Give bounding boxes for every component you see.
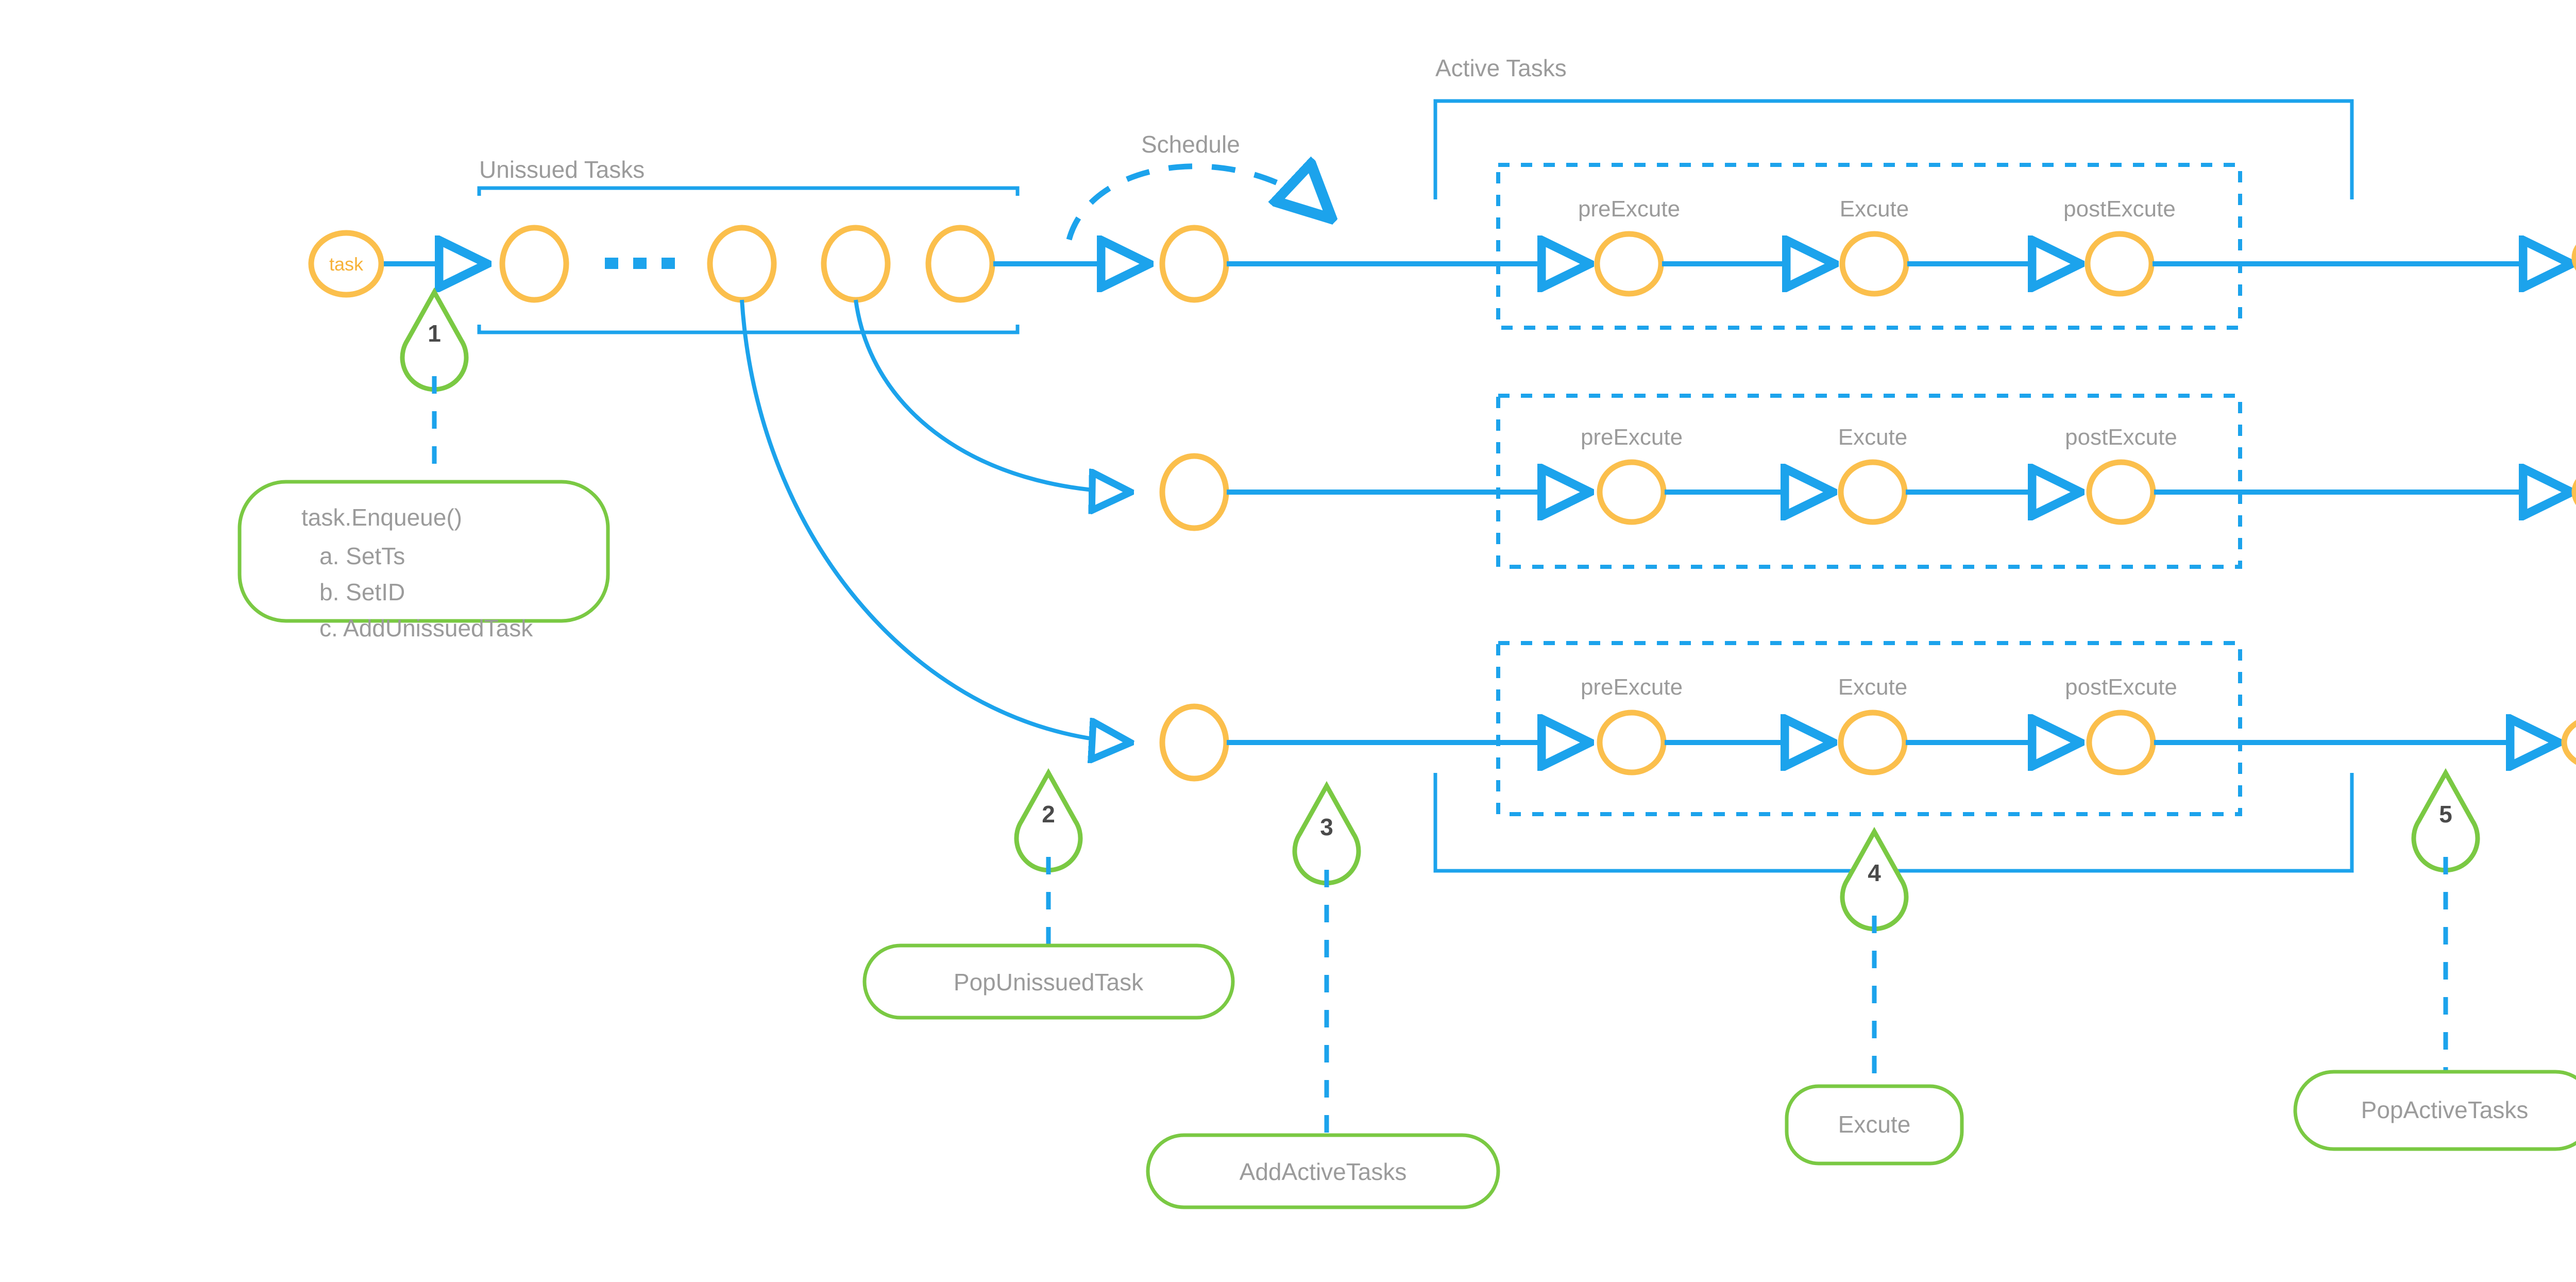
active-row-2: preExcute Excute postExcute	[1227, 394, 2576, 569]
unissued-node-1	[499, 225, 569, 303]
row-3-preexcute-label: preExcute	[1581, 674, 1683, 700]
marker-2-number: 2	[1042, 801, 1055, 828]
schedule-label: Schedule	[1141, 131, 1240, 158]
callout-add-active-label: AddActiveTasks	[1240, 1158, 1407, 1185]
dispatch-node-row-3	[1159, 703, 1229, 782]
unissued-tasks-label: Unissued Tasks	[479, 156, 645, 183]
row-2-postexcute-node	[2086, 459, 2156, 525]
row-2-preexcute-label: preExcute	[1581, 425, 1683, 450]
callout-enqueue-a: a. SetTs	[319, 543, 405, 569]
callout-enqueue-title: task.Enqueue()	[301, 504, 462, 531]
callout-excute-label: Excute	[1838, 1111, 1911, 1138]
marker-4-number: 4	[1868, 859, 1881, 886]
row-2-postexcute-label: postExcute	[2065, 425, 2177, 450]
row-3-done-node	[2561, 720, 2576, 765]
active-row-3: preExcute Excute postExcute	[1227, 641, 2576, 816]
callout-enqueue-b: b. SetID	[319, 579, 405, 605]
row-1-preexcute-label: preExcute	[1578, 196, 1680, 222]
row-1-excute-label: Excute	[1840, 196, 1909, 222]
callout-pop-unissued-label: PopUnissuedTask	[954, 969, 1144, 996]
row-3-preexcute-node	[1597, 710, 1667, 775]
callout-pop-active[interactable]: PopActiveTasks	[2293, 1070, 2576, 1151]
marker-4[interactable]: 4	[1840, 826, 1909, 932]
row-2-done-node	[2571, 479, 2576, 505]
unissued-tasks-bracket	[477, 186, 1020, 334]
task-source-node: task	[308, 230, 384, 298]
row-3-excute-node	[1838, 710, 1908, 775]
callout-pop-active-label: PopActiveTasks	[2361, 1097, 2529, 1123]
row-3-postexcute-node	[2086, 710, 2156, 775]
unissued-node-4	[925, 225, 995, 303]
marker-1-number: 1	[428, 320, 441, 347]
flow-queue-to-row-3	[740, 299, 1128, 743]
marker-5[interactable]: 5	[2411, 768, 2480, 873]
row-3-dashed-boundary	[1496, 641, 2242, 816]
unissued-queue-nodes	[499, 225, 995, 303]
row-2-excute-node	[1838, 459, 1908, 525]
row-1-excute-node	[1839, 231, 1909, 297]
row-1-dashed-boundary	[1496, 163, 2242, 330]
row-1-preexcute-node	[1594, 231, 1664, 297]
callout-pop-unissued[interactable]: PopUnissuedTask	[862, 943, 1235, 1020]
active-row-1: preExcute Excute postExcute	[1227, 163, 2576, 330]
row-2-preexcute-node	[1597, 459, 1667, 525]
row-1-postexcute-label: postExcute	[2063, 196, 2176, 222]
flow-queue-to-row-2	[854, 299, 1128, 492]
marker-3[interactable]: 3	[1292, 781, 1361, 886]
marker-3-number: 3	[1320, 814, 1333, 840]
row-2-dashed-boundary	[1496, 394, 2242, 569]
dispatch-node-row-2	[1159, 453, 1229, 531]
marker-1[interactable]: 1	[400, 287, 469, 392]
unissued-node-3	[821, 225, 891, 303]
unissued-node-2	[707, 225, 777, 303]
callout-enqueue[interactable]: task.Enqueue() a. SetTs b. SetID c. AddU…	[238, 480, 610, 642]
schedule-arc	[1066, 166, 1329, 241]
row-1-done-node	[2571, 244, 2576, 271]
marker-5-number: 5	[2439, 801, 2452, 828]
dispatch-node-row-1	[1159, 225, 1229, 303]
row-3-postexcute-label: postExcute	[2065, 674, 2177, 700]
row-2-excute-label: Excute	[1838, 425, 1908, 450]
marker-2[interactable]: 2	[1014, 768, 1083, 873]
callout-enqueue-c: c. AddUnissuedTask	[319, 615, 533, 642]
task-node-label: task	[329, 254, 364, 275]
active-tasks-label: Active Tasks	[1435, 55, 1567, 81]
row-1-postexcute-node	[2084, 231, 2155, 297]
callout-excute[interactable]: Excute	[1785, 1084, 1964, 1166]
queue-ellipsis-icon	[605, 258, 675, 269]
row-3-excute-label: Excute	[1838, 674, 1908, 700]
callout-add-active[interactable]: AddActiveTasks	[1146, 1133, 1500, 1209]
